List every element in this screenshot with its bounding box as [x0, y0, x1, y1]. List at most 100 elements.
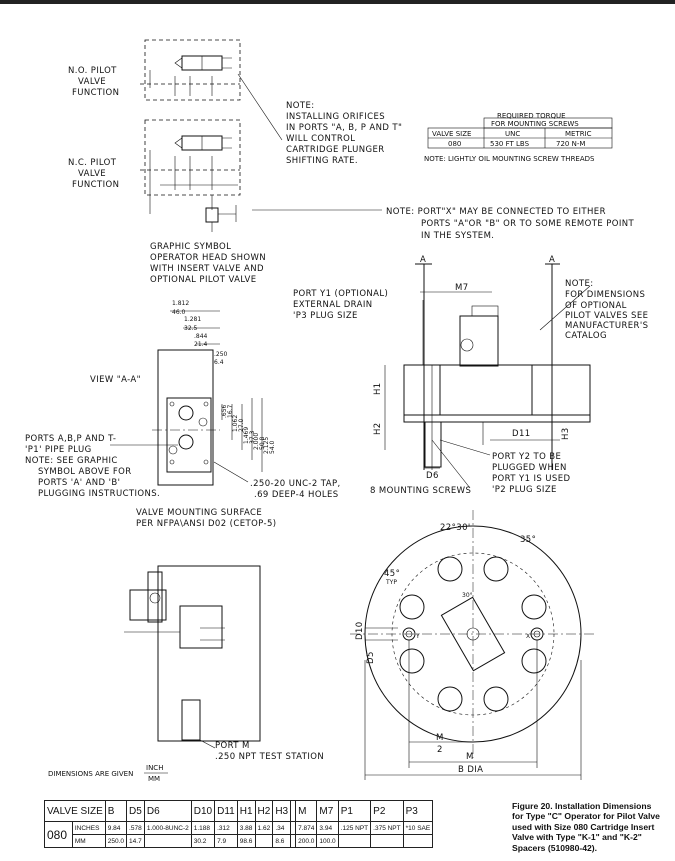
angle-30: 30°	[462, 592, 473, 599]
mm-p3	[402, 834, 434, 848]
unit-mm: MM	[148, 775, 160, 783]
dim-side-3: 27.0	[238, 418, 245, 432]
label-m: M	[466, 752, 474, 762]
col-d10: D10	[190, 800, 216, 822]
table-row-inch: 080 INCHES 9.84 .578 1.000-8UNC-2 1.188 …	[44, 821, 434, 848]
y2-note-3: PORT Y1 IS USED	[492, 474, 570, 484]
inch-d11: .312	[214, 821, 238, 835]
mm-d11: 7.9	[214, 834, 238, 848]
nc-pilot-valve-symbol	[140, 119, 241, 200]
side-view-text: PORT Y1 (OPTIONAL) EXTERNAL DRAIN 'P3 PL…	[293, 255, 648, 496]
label-h1: H1	[373, 382, 383, 395]
dim-side-7: 50.8	[259, 436, 266, 450]
col-d11: D11	[214, 800, 238, 822]
dim-top-1: 46.0	[172, 309, 186, 316]
unit-inch: INCH	[146, 764, 163, 772]
orifice-leader	[237, 73, 283, 141]
torque-row-size: 080	[448, 140, 461, 148]
orifice-note-3: IN PORTS "A, B, P AND T"	[286, 123, 402, 133]
col-h3: H3	[272, 800, 292, 822]
inch-label: INCHES	[71, 821, 106, 835]
dim-side-1: 16.7	[227, 404, 234, 418]
inch-h1: 3.88	[236, 821, 256, 835]
orifice-note-6: SHIFTING RATE.	[286, 156, 358, 166]
dim-top-3: 32.5	[184, 325, 198, 332]
graphic-note-4: OPTIONAL PILOT VALVE	[150, 275, 257, 285]
inch-b: 9.84	[104, 821, 128, 835]
section-label-a-left: A	[420, 255, 426, 265]
surface-note-1: VALVE MOUNTING SURFACE	[136, 508, 262, 518]
dimension-table: VALVE SIZE B D5 D6 D10 D11 H1 H2 H3 M M7…	[44, 800, 434, 848]
label-m-half-bottom: 2	[437, 745, 443, 755]
label-m-half-top: M	[436, 733, 444, 743]
inch-d10: 1.188	[190, 821, 216, 835]
view-a-a-plate	[110, 310, 263, 486]
mm-d5: 14.7	[126, 834, 145, 848]
label-m7: M7	[455, 283, 469, 293]
inch-p2: .375 NPT	[370, 821, 404, 835]
angle-45: 45°	[384, 569, 400, 579]
no-label-3: FUNCTION	[72, 88, 119, 98]
dim-top-5: 21.4	[194, 341, 208, 348]
inch-m: 7.874	[295, 821, 318, 835]
col-h1: H1	[236, 800, 256, 822]
mm-p2	[370, 834, 404, 848]
inch-h2: 1.62	[254, 821, 274, 835]
mm-b: 250.0	[104, 834, 128, 848]
nc-label-2: VALVE	[78, 169, 106, 179]
side-view	[384, 263, 591, 489]
torque-header-unc: UNC	[505, 130, 520, 138]
optional-note-4: PILOT VALVES SEE	[565, 311, 648, 321]
figure-caption: Figure 20. Installation Dimensions for T…	[512, 801, 660, 853]
inch-d5: .578	[126, 821, 145, 835]
graphic-note-1: GRAPHIC SYMBOL	[150, 242, 231, 252]
label-d10: D10	[355, 621, 365, 640]
mm-d10: 30.2	[190, 834, 216, 848]
torque-header-size: VALVE SIZE	[432, 130, 471, 138]
torque-table	[427, 117, 613, 149]
table-row-mm: MM 250.0 14.7 30.2 7.9 98.6 8.6 200.0 10…	[45, 834, 434, 848]
mm-h2	[254, 834, 274, 848]
view-a-title: VIEW "A-A"	[90, 375, 141, 385]
torque-header-metric: METRIC	[565, 130, 592, 138]
ports-note-5: PORTS 'A' AND 'B'	[38, 478, 120, 488]
section-label-a-right: A	[549, 255, 555, 265]
dim-top-4: .844	[194, 333, 208, 340]
mm-h1: 98.6	[236, 834, 256, 848]
dim-side-8: 2.125	[263, 437, 270, 454]
inch-h3: .34	[272, 821, 292, 835]
col-h2: H2	[254, 800, 274, 822]
torque-title-1: REQUIRED TORQUE	[497, 112, 566, 120]
col-d6: D6	[143, 800, 192, 822]
torque-title-2: FOR MOUNTING SCREWS	[491, 120, 579, 128]
y2-note-4: 'P2 PLUG SIZE	[492, 485, 557, 495]
label-d6: D6	[426, 471, 439, 481]
optional-note-3: OF OPTIONAL	[565, 301, 627, 311]
tap-note-1: .250-20 UNC-2 TAP,	[250, 479, 341, 489]
angle-22-30: 22°30'	[440, 523, 471, 533]
label-b-dia: B DIA	[458, 765, 483, 775]
screws-note: 8 MOUNTING SCREWS	[370, 486, 471, 496]
ports-note-2: 'P1' PIPE PLUG	[25, 445, 92, 455]
label-h2: H2	[373, 422, 383, 435]
ports-note-4: SYMBOL ABOVE FOR	[38, 467, 132, 477]
col-p2: P2	[370, 800, 404, 822]
col-b: B	[104, 800, 128, 822]
col-m7: M7	[316, 800, 339, 822]
y1-note-2: EXTERNAL DRAIN	[293, 300, 373, 310]
angle-35: 35°	[520, 535, 536, 545]
mm-label: MM	[71, 834, 106, 848]
col-valve-size: VALVE SIZE	[44, 800, 106, 822]
label-port-y: Y	[415, 633, 420, 640]
dim-side-9: 54.0	[269, 440, 276, 454]
col-p1: P1	[337, 800, 372, 822]
no-label-1: N.O. PILOT	[68, 66, 117, 76]
dim-top-6: .250	[214, 351, 228, 358]
mm-d6	[143, 834, 192, 848]
optional-note-5: MANUFACTURER'S	[565, 321, 648, 331]
torque-row-metric: 720 N-M	[556, 140, 585, 148]
optional-note-2: FOR DIMENSIONS	[565, 290, 645, 300]
port-x-note-3: IN THE SYSTEM.	[421, 231, 494, 241]
view-a-text: VIEW "A-A" 1.812 46.0 1.281 32.5 .844 21…	[25, 300, 341, 529]
